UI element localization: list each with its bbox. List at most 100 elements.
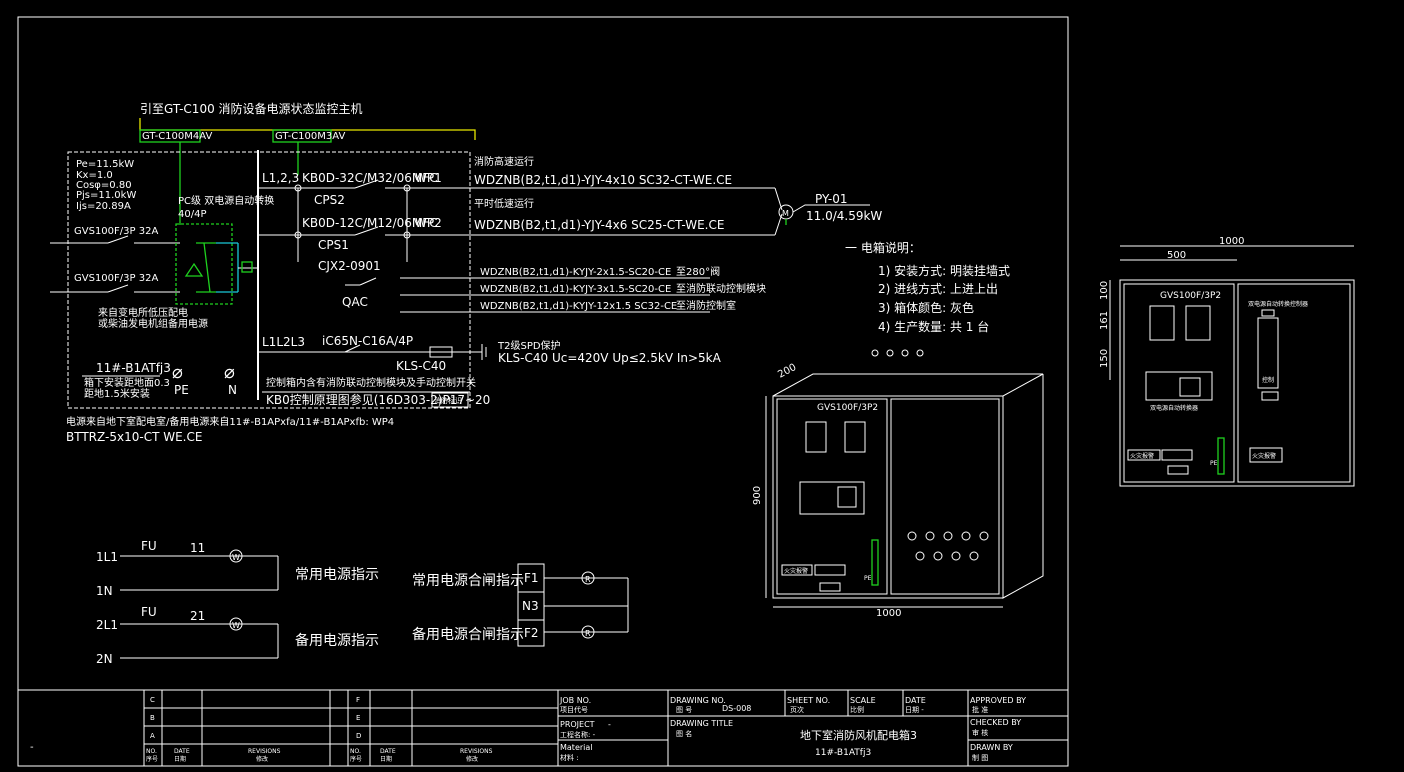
closing-lamp-1-icon xyxy=(581,571,595,585)
wp1-note: 消防高速运行 xyxy=(474,155,534,168)
tb-sheet: SHEET NO. xyxy=(787,696,830,705)
note-1: 1) 安装方式: 明装挂墙式 xyxy=(878,263,1010,278)
cabinet-id-label: 11#-B1ATfj3 xyxy=(96,361,171,375)
tb-date: DATE xyxy=(174,748,190,755)
kbo-note-2: KB0控制原理图参见(16D303-2)P17~20 xyxy=(266,392,490,407)
tb-drawing-val: DS-008 xyxy=(722,704,751,713)
incoming-note-2: 或柴油发电机组备用电源 xyxy=(98,317,208,330)
cps1-label: CPS1 xyxy=(318,238,349,252)
tb-project-val: - xyxy=(608,720,611,729)
tb-title-main: 地下室消防风机配电箱3 xyxy=(800,728,917,742)
closing-n3: N3 xyxy=(522,599,539,613)
tb-date-right-cn: 日期 - xyxy=(905,706,924,714)
pe-ground-icon: ⌀ xyxy=(172,362,183,383)
load-parameters: Pe=11.5kW Kx=1.0 Cosφ=0.80 Pjs=11.0kW Ij… xyxy=(76,159,136,212)
cc3-note: 至消防控制室 xyxy=(676,299,736,312)
spd-breaker: iC65N-C16A/4P xyxy=(322,334,413,348)
pe-label: PE xyxy=(174,383,189,397)
tb-job: JOB NO. xyxy=(559,696,591,705)
tb-row-c: C xyxy=(150,696,155,704)
front-width-left: 500 xyxy=(1167,250,1186,261)
ind-backup-n: 2N xyxy=(96,652,113,666)
kbo-note: 控制箱内含有消防联动控制模块及手动控制开关 KB0控制原理图参见(16D303-… xyxy=(262,376,490,408)
tb-project-cn: 工程名称: - xyxy=(560,730,596,739)
monitoring-source: 引至GT-C100 消防设备电源状态监控主机 GT-C100M4AV GT-C1… xyxy=(139,101,476,225)
wp2-note: 平时低速运行 xyxy=(474,197,534,210)
spd-model: KLS-C40 xyxy=(396,359,446,373)
ind-backup-fu: FU xyxy=(141,605,157,619)
wp1-breaker: KB0D-32C/M32/06MFC xyxy=(302,171,438,185)
module-a-label: GT-C100M4AV xyxy=(142,131,212,142)
fan-motor: M PY-01 11.0/4.59kW xyxy=(774,187,882,236)
ind-normal-lamp-icon xyxy=(229,549,243,563)
param-pjs: Pjs=11.0kW xyxy=(76,190,136,201)
tb-row-a: A xyxy=(150,732,155,740)
ats-box xyxy=(175,223,233,305)
tb-approved-cn: 批 准 xyxy=(972,705,988,714)
motor-symbol: M xyxy=(782,209,789,218)
tb-material: Material xyxy=(560,743,593,752)
breaker-2-label: GVS100F/3P 32A xyxy=(74,273,158,284)
tb-scale-cn: 比例 xyxy=(850,705,864,714)
tb-date-cn: 日期 xyxy=(174,755,186,763)
tb-drawing-title: DRAWING TITLE xyxy=(670,719,733,728)
tb-date-2: DATE xyxy=(380,748,396,755)
cab3d-fire-label: 火灾报警 xyxy=(784,567,808,575)
tb-checked-cn: 审 核 xyxy=(972,728,988,737)
cab3d-breaker: GVS100F/3P2 xyxy=(817,403,878,413)
tb-no-cn: 序号 xyxy=(146,755,158,763)
param-kx: Kx=1.0 xyxy=(76,170,113,181)
motor-id: PY-01 xyxy=(815,192,847,206)
module-b-box xyxy=(272,129,332,143)
tb-row-f: F xyxy=(356,696,360,704)
cc2-note: 至消防联动控制模块 xyxy=(676,282,766,295)
ats-switch: PC级 双电源自动转换 40/4P xyxy=(175,194,274,305)
cab3d-pe-label: PE xyxy=(864,575,872,582)
pc-rating: 40/4P xyxy=(178,209,207,220)
tb-material-cn: 材料 : xyxy=(560,753,579,762)
tb-drawing-title-cn: 图 名 xyxy=(676,729,692,738)
tb-checked: CHECKED BY xyxy=(970,718,1021,727)
front-pe: PE xyxy=(1210,460,1218,467)
wp2-cable: WDZNB(B2,t1,d1)-YJY-4x6 SC25-CT-WE.CE xyxy=(474,218,724,232)
closing-f1: F1 xyxy=(524,571,539,585)
front-label-b: 火灾报警 xyxy=(1252,452,1276,460)
note-4: 4) 生产数量: 共 1 台 xyxy=(878,319,989,334)
spd-type: T2级SPD保护 xyxy=(497,339,561,352)
tb-drawing-cn: 图 号 xyxy=(676,706,692,714)
ind-normal-label: 常用电源指示 xyxy=(295,567,379,583)
indicator-backup: 2L1 FU 21 W 2N 备用电源指示 xyxy=(96,605,379,666)
ind-normal-wire: 11 xyxy=(190,541,205,555)
ind-backup-label: 备用电源指示 xyxy=(295,632,379,649)
closing-backup-label: 备用电源合闸指示 xyxy=(412,626,524,643)
cab3d-depth: 200 xyxy=(776,362,798,381)
note-2: 2) 进线方式: 上进上出 xyxy=(878,281,998,296)
tb-job-cn: 项目代号 xyxy=(560,705,588,714)
front-dim-1: 100 xyxy=(1099,281,1110,300)
cabinet-note-2: 距地1.5米安装 xyxy=(84,387,150,400)
cc3-cable: WDZNB(B2,t1,d1)-KYJY-12x1.5 SC32-CE xyxy=(480,301,677,312)
cabinet-front-view: 1000 500 100 161 150 GVS100F/3P2 双电源自动转换… xyxy=(1099,236,1355,487)
cabinet-identity: 11#-B1ATfj3 箱下安装距地面0.3 距地1.5米安装 ⌀ PE ⌀ N xyxy=(82,361,237,400)
param-cos: Cosφ=0.80 xyxy=(76,180,132,191)
cps2-label: CPS2 xyxy=(314,193,345,207)
closing-indication: F1 N3 F2 常用电源合闸指示 备用电源合闸指示 R R xyxy=(412,563,629,647)
tb-sheet-cn: 页次 xyxy=(790,705,804,714)
ind-normal-lamp: W xyxy=(232,553,240,562)
cab3d-indicator-lamps xyxy=(871,349,989,561)
n-terminal-icon: ⌀ xyxy=(224,362,235,383)
front-dim-3: 150 xyxy=(1099,349,1110,368)
control-cables: WDZNB(B2,t1,d1)-KYJY-2x1.5-SC20-CE 至280°… xyxy=(400,265,766,313)
ind-normal-n: 1N xyxy=(96,584,113,598)
ind-backup-l1: 2L1 xyxy=(96,618,118,632)
note-3: 3) 箱体颜色: 灰色 xyxy=(878,300,974,315)
closing-lamp-2: R xyxy=(585,629,591,638)
tb-no-2: NO. xyxy=(350,748,361,755)
ats-controller xyxy=(241,261,253,273)
title-block: C B A F E D NO. 序号 DATE 日期 REVISIONS 修改 … xyxy=(17,689,1069,767)
pc-label: PC级 双电源自动转换 xyxy=(178,194,274,207)
spd-bus: L1L2L3 xyxy=(262,335,305,349)
corner-dash: - xyxy=(30,742,34,753)
param-pe: Pe=11.5kW xyxy=(76,159,134,170)
